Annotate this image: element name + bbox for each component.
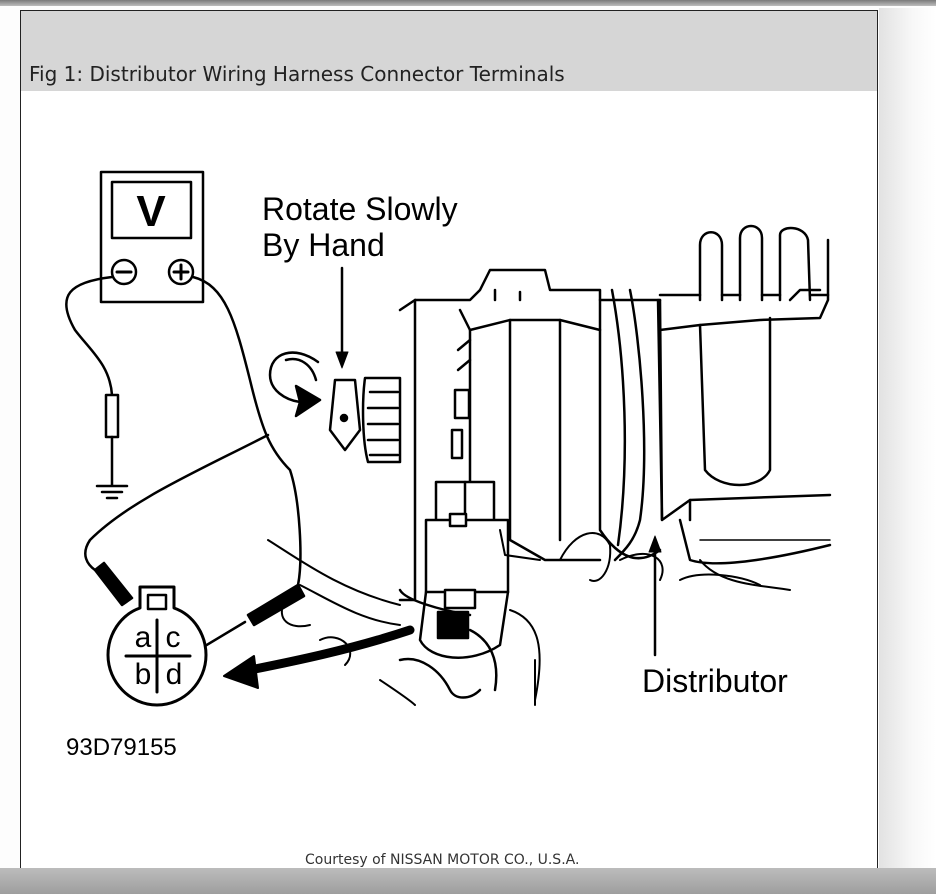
voltmeter: V [99,170,205,304]
distributor-label: Distributor [642,663,788,699]
distributor-cap [658,224,832,565]
harness-connector-face: a c b d [106,585,208,707]
terminal-b-label: b [135,658,152,691]
terminal-c-label: c [166,621,181,654]
distributor-pointer-arrow [648,535,662,657]
caption-bar: Fig 1: Distributor Wiring Harness Connec… [21,11,877,91]
distributor-harness-connector [398,480,510,699]
image-credit: Courtesy of NISSAN MOTOR CO., U.S.A. [305,852,580,868]
terminal-a-label: a [135,621,152,654]
figure-frame: Fig 1: Distributor Wiring Harness Connec… [20,10,878,869]
connector-pointer-arrow [223,625,415,689]
by-hand-label: By Hand [262,227,385,263]
positive-test-lead [84,275,306,654]
voltmeter-display-label: V [136,187,166,236]
ground-symbol-icon [95,484,129,500]
distributor-shaft-coupling [328,376,402,464]
terminal-d-label: d [166,658,183,691]
rotate-slowly-label: Rotate Slowly [262,191,458,227]
rotate-pointer-arrow [335,266,349,369]
rotation-direction-icon [268,351,322,418]
negative-test-lead [65,275,120,487]
figure-caption: Fig 1: Distributor Wiring Harness Connec… [29,62,565,86]
window-right-shadow [879,8,936,868]
window-top-edge [0,0,936,6]
figure-id-label: 93D79155 [66,734,177,761]
window-bottom-bar [0,868,936,894]
